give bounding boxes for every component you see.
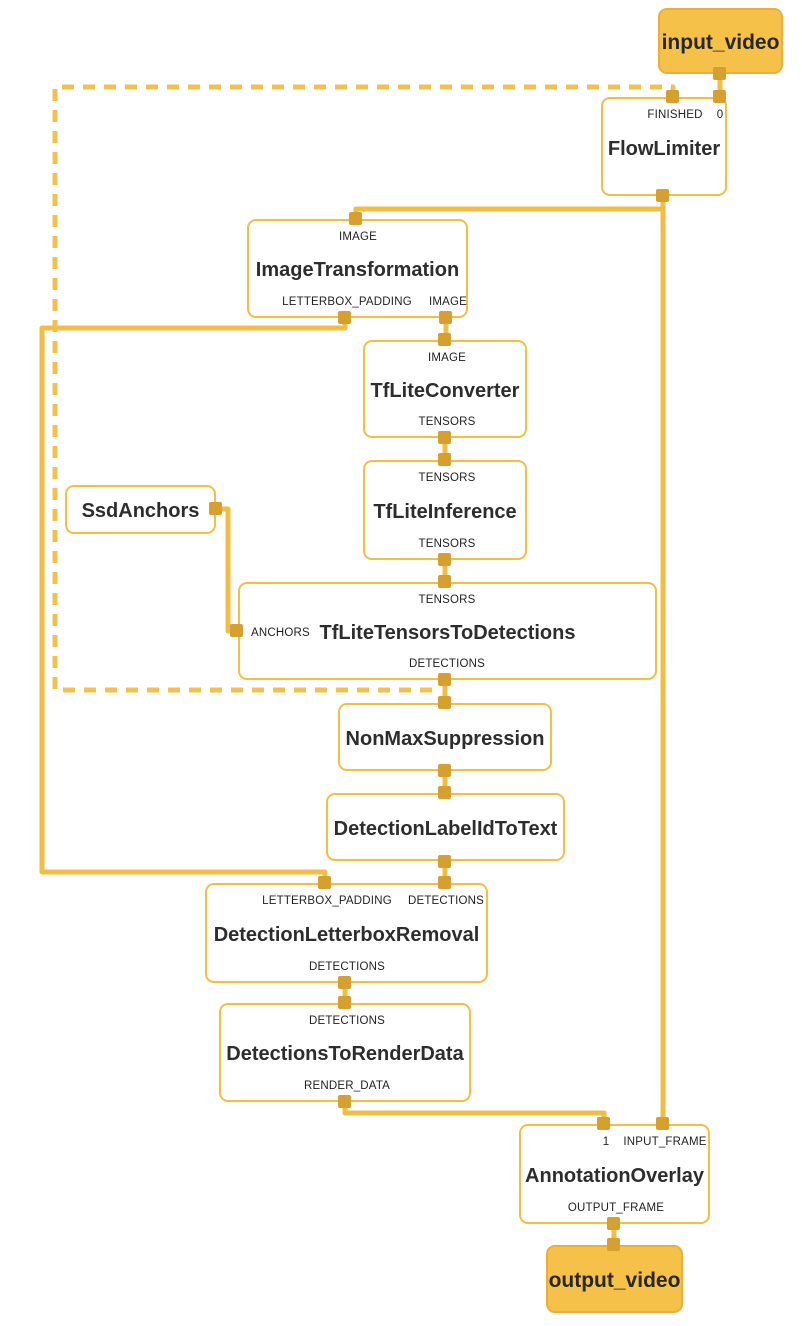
- port-output-video-in: [607, 1238, 620, 1251]
- node-detections-to-render-data[interactable]: DETECTIONS DetectionsToRenderData RENDER…: [219, 1003, 471, 1102]
- port-letterboxremoval-letterbox-in: [318, 876, 331, 889]
- port-label-letterbox-padding-in: LETTERBOX_PADDING: [262, 895, 392, 907]
- port-label-image-in: IMAGE: [427, 352, 467, 364]
- edge-ssdanchors-to-anchors: [216, 506, 237, 634]
- port-tfliteinference-tensors-out: [438, 553, 451, 566]
- port-label-detections-out: DETECTIONS: [308, 961, 386, 973]
- port-detectionlabelidtotext-in: [438, 786, 451, 799]
- node-tflite-inference-label: TfLiteInference: [373, 501, 517, 523]
- port-flowlimiter-zero-in: [713, 90, 726, 103]
- port-tensorstodetections-tensors-in: [438, 575, 451, 588]
- port-label-detections-out: DETECTIONS: [408, 658, 486, 670]
- edge-renderdata-to-annotationoverlay: [342, 1102, 607, 1124]
- port-label-tensors-out: TENSORS: [418, 416, 476, 428]
- node-tflite-converter[interactable]: IMAGE TfLiteConverter TENSORS: [363, 340, 527, 438]
- node-flow-limiter[interactable]: FINISHED 0 FlowLimiter: [601, 97, 727, 196]
- port-label-finished: FINISHED: [647, 109, 703, 121]
- node-detection-letterbox-removal-label: DetectionLetterboxRemoval: [213, 924, 480, 946]
- port-label-one-in: 1: [602, 1136, 610, 1148]
- edge-flowlimiter-to-imagetransformation: [353, 206, 663, 219]
- port-tensorstodetections-detections-out: [438, 673, 451, 686]
- node-detection-label-id-to-text[interactable]: DetectionLabelIdToText: [326, 793, 565, 861]
- node-ssd-anchors[interactable]: SsdAnchors: [65, 485, 216, 534]
- node-input-video-label: input_video: [661, 31, 780, 54]
- port-tensorstodetections-anchors-in: [230, 624, 243, 637]
- port-imagetransformation-image-in: [349, 212, 362, 225]
- node-annotation-overlay-label: AnnotationOverlay: [525, 1165, 704, 1187]
- node-detections-to-render-data-label: DetectionsToRenderData: [226, 1043, 464, 1065]
- node-detection-letterbox-removal[interactable]: LETTERBOX_PADDING DETECTIONS DetectionLe…: [205, 883, 488, 983]
- port-detectionstorenderdata-out: [338, 1095, 351, 1108]
- port-tfliteconverter-tensors-out: [438, 431, 451, 444]
- port-tfliteinference-tensors-in: [438, 453, 451, 466]
- node-detection-label-id-to-text-label: DetectionLabelIdToText: [333, 818, 558, 840]
- port-letterboxremoval-detections-in: [438, 876, 451, 889]
- port-label-input-frame-in: INPUT_FRAME: [623, 1136, 707, 1148]
- port-annotationoverlay-out: [607, 1217, 620, 1230]
- port-imagetransformation-letterbox-out: [338, 311, 351, 324]
- port-input-video-out: [713, 67, 726, 80]
- port-label-detections-in: DETECTIONS: [308, 1015, 386, 1027]
- node-image-transformation-label: ImageTransformation: [255, 259, 460, 281]
- port-imagetransformation-image-out: [439, 311, 452, 324]
- port-label-image-in: IMAGE: [338, 231, 378, 243]
- port-annotationoverlay-inputframe-in: [656, 1117, 669, 1130]
- port-label-output-frame-out: OUTPUT_FRAME: [567, 1202, 665, 1214]
- node-tflite-inference[interactable]: TENSORS TfLiteInference TENSORS: [363, 460, 527, 560]
- node-tflite-converter-label: TfLiteConverter: [370, 380, 520, 402]
- port-label-detections-in: DETECTIONS: [407, 895, 485, 907]
- node-input-video[interactable]: input_video: [658, 8, 783, 74]
- port-tfliteconverter-image-in: [438, 333, 451, 346]
- node-tflite-tensors-to-detections-label: TfLiteTensorsToDetections: [319, 622, 576, 644]
- node-ssd-anchors-label: SsdAnchors: [81, 500, 200, 522]
- port-detectionlabelidtotext-out: [438, 855, 451, 868]
- edge-letterbox-padding-to-letterboxremoval: [39, 318, 348, 883]
- port-label-anchors-in: ANCHORS: [251, 627, 310, 639]
- port-letterboxremoval-detections-out: [338, 976, 351, 989]
- port-label-tensors-out: TENSORS: [418, 538, 476, 550]
- port-nonmaxsuppression-out: [438, 764, 451, 777]
- port-label-render-data-out: RENDER_DATA: [303, 1080, 391, 1092]
- port-label-tensors-in: TENSORS: [418, 594, 476, 606]
- port-flowlimiter-finished-in: [666, 90, 679, 103]
- port-label-image-out: IMAGE: [428, 296, 468, 308]
- port-label-letterbox-padding-out: LETTERBOX_PADDING: [282, 296, 412, 308]
- node-output-video[interactable]: output_video: [546, 1245, 683, 1313]
- port-nonmaxsuppression-in: [438, 696, 451, 709]
- node-annotation-overlay[interactable]: 1 INPUT_FRAME AnnotationOverlay OUTPUT_F…: [519, 1124, 710, 1224]
- node-non-max-suppression-label: NonMaxSuppression: [345, 728, 545, 750]
- port-detectionstorenderdata-in: [338, 996, 351, 1009]
- node-image-transformation[interactable]: IMAGE ImageTransformation LETTERBOX_PADD…: [247, 219, 468, 318]
- node-tflite-tensors-to-detections[interactable]: TENSORS ANCHORS TfLiteTensorsToDetection…: [238, 582, 657, 680]
- node-output-video-label: output_video: [548, 1269, 681, 1292]
- node-flow-limiter-label: FlowLimiter: [607, 138, 721, 160]
- port-flowlimiter-out: [656, 189, 669, 202]
- port-annotationoverlay-one-in: [597, 1117, 610, 1130]
- port-label-zero: 0: [716, 109, 724, 121]
- port-ssdanchors-out: [209, 502, 222, 515]
- node-non-max-suppression[interactable]: NonMaxSuppression: [338, 703, 552, 771]
- port-label-tensors-in: TENSORS: [418, 472, 476, 484]
